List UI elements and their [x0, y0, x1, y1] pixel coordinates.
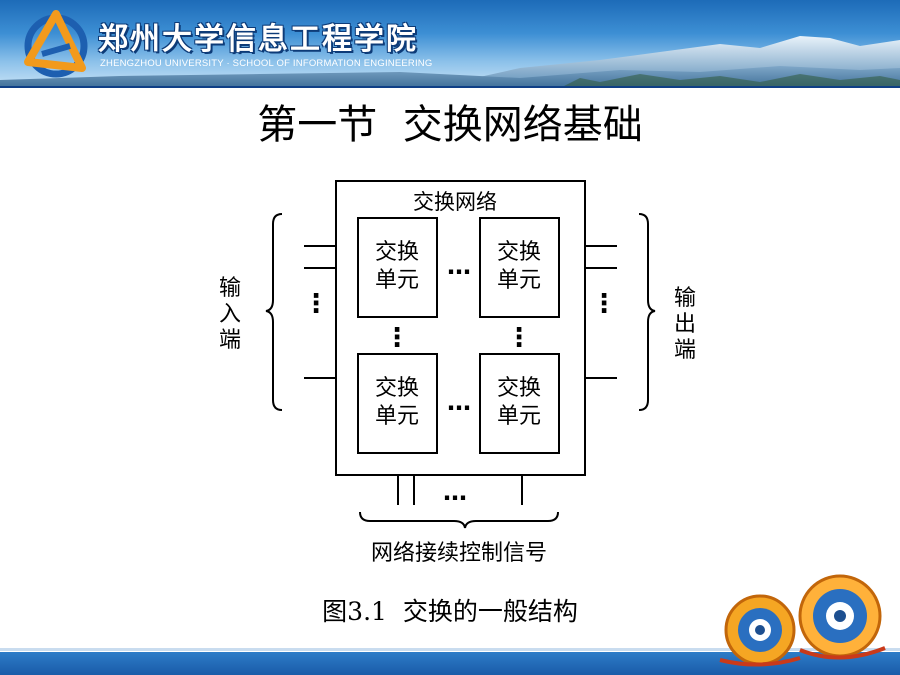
- horizontal-ellipsis: …: [447, 252, 471, 280]
- gear-decoration-icon: [719, 574, 886, 667]
- unit-label: 交换: [375, 240, 419, 265]
- unit-label: 交换: [497, 240, 541, 265]
- university-logo-icon: [24, 10, 88, 78]
- unit-label: 单元: [375, 268, 419, 293]
- footer-divider: [0, 648, 900, 651]
- unit-label: 交换: [497, 376, 541, 401]
- input-label-char: 入: [219, 302, 241, 327]
- input-brace: [265, 213, 283, 411]
- unit-label: 交换: [375, 376, 419, 401]
- control-brace: [359, 511, 559, 529]
- horizontal-ellipsis: …: [447, 388, 471, 416]
- network-label: 交换网络: [413, 190, 497, 214]
- control-signal-label: 网络接续控制信号: [371, 541, 547, 566]
- output-label-char: 输: [674, 286, 696, 311]
- banner-divider: [0, 86, 900, 88]
- output-label-char: 端: [674, 338, 696, 363]
- mountain-scenery-image: [0, 36, 900, 88]
- footer-bar: [0, 652, 900, 675]
- figure-caption: 图3.1 交换的一般结构: [322, 597, 578, 626]
- input-label-char: 输: [219, 276, 241, 301]
- switching-network-box: [335, 180, 586, 476]
- vertical-ellipsis: ⋮: [506, 323, 532, 353]
- university-name-chinese: 郑州大学信息工程学院: [98, 22, 418, 57]
- input-label-char: 端: [219, 328, 241, 353]
- vertical-ellipsis: ⋮: [303, 289, 329, 319]
- header-banner: 郑州大学信息工程学院 ZHENGZHOU UNIVERSITY · SCHOOL…: [0, 0, 900, 88]
- switching-unit-bottom-left: [357, 353, 438, 454]
- unit-label: 单元: [375, 404, 419, 429]
- horizontal-ellipsis: …: [443, 478, 467, 506]
- output-label-char: 出: [674, 312, 696, 337]
- vertical-ellipsis: ⋮: [384, 323, 410, 353]
- unit-label: 单元: [497, 268, 541, 293]
- switching-unit-bottom-right: [479, 353, 560, 454]
- switching-unit-top-left: [357, 217, 438, 318]
- university-name-english: ZHENGZHOU UNIVERSITY · SCHOOL OF INFORMA…: [100, 58, 433, 69]
- vertical-ellipsis: ⋮: [591, 289, 617, 319]
- output-brace: [638, 213, 656, 411]
- unit-label: 单元: [497, 404, 541, 429]
- switching-unit-top-right: [479, 217, 560, 318]
- slide-title: 第一节 交换网络基础: [257, 102, 643, 148]
